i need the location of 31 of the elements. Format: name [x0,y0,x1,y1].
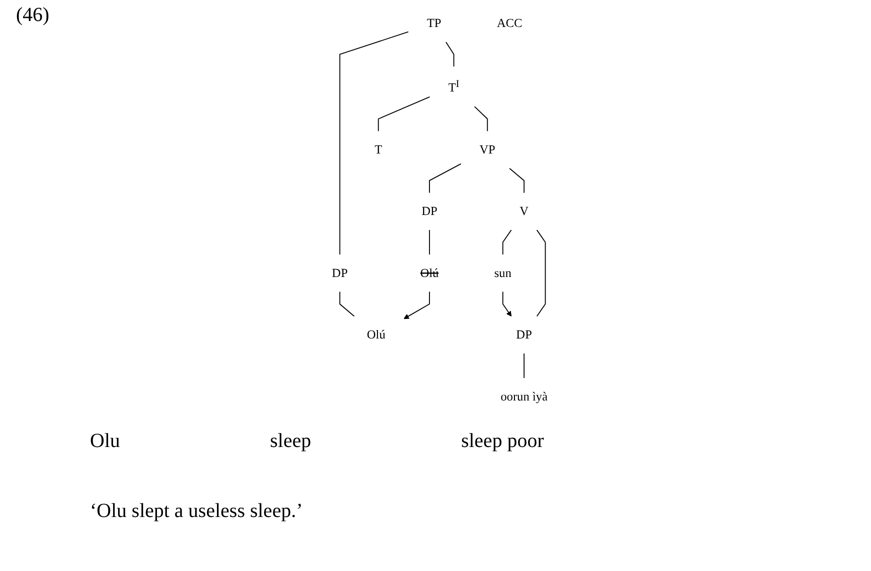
gloss-word: sleep poor [461,430,544,453]
node-text: Olú [420,266,439,280]
node-text: oorun ìyà [500,390,548,404]
connector [378,96,431,132]
node-text: T$^{I}$ [448,78,460,95]
arrow [502,291,512,317]
node-text: DP [332,266,348,280]
node-text: DP [516,328,532,342]
example-number: (46) [16,4,50,27]
gloss-word: Olu [90,430,120,453]
node-text: sun [494,266,512,280]
node-text: T [374,142,382,157]
connector [340,31,410,256]
arrow [404,291,430,320]
node-text: TP [427,16,442,30]
node-text: ACC [497,16,522,30]
connector [536,229,546,317]
node-text: Olú [367,328,386,342]
connector [524,352,525,378]
node-text: DP [422,204,438,218]
connector [509,168,525,194]
connector [474,106,488,132]
gloss-word: sleep [270,430,312,453]
connector [429,229,430,256]
connector [340,291,356,317]
connector [446,42,455,68]
translation-caption: ‘Olu slept a useless sleep.’ [90,500,303,523]
node-text: V [520,204,529,218]
connector [429,163,462,194]
connector [502,229,512,256]
node-text: VP [480,142,496,157]
